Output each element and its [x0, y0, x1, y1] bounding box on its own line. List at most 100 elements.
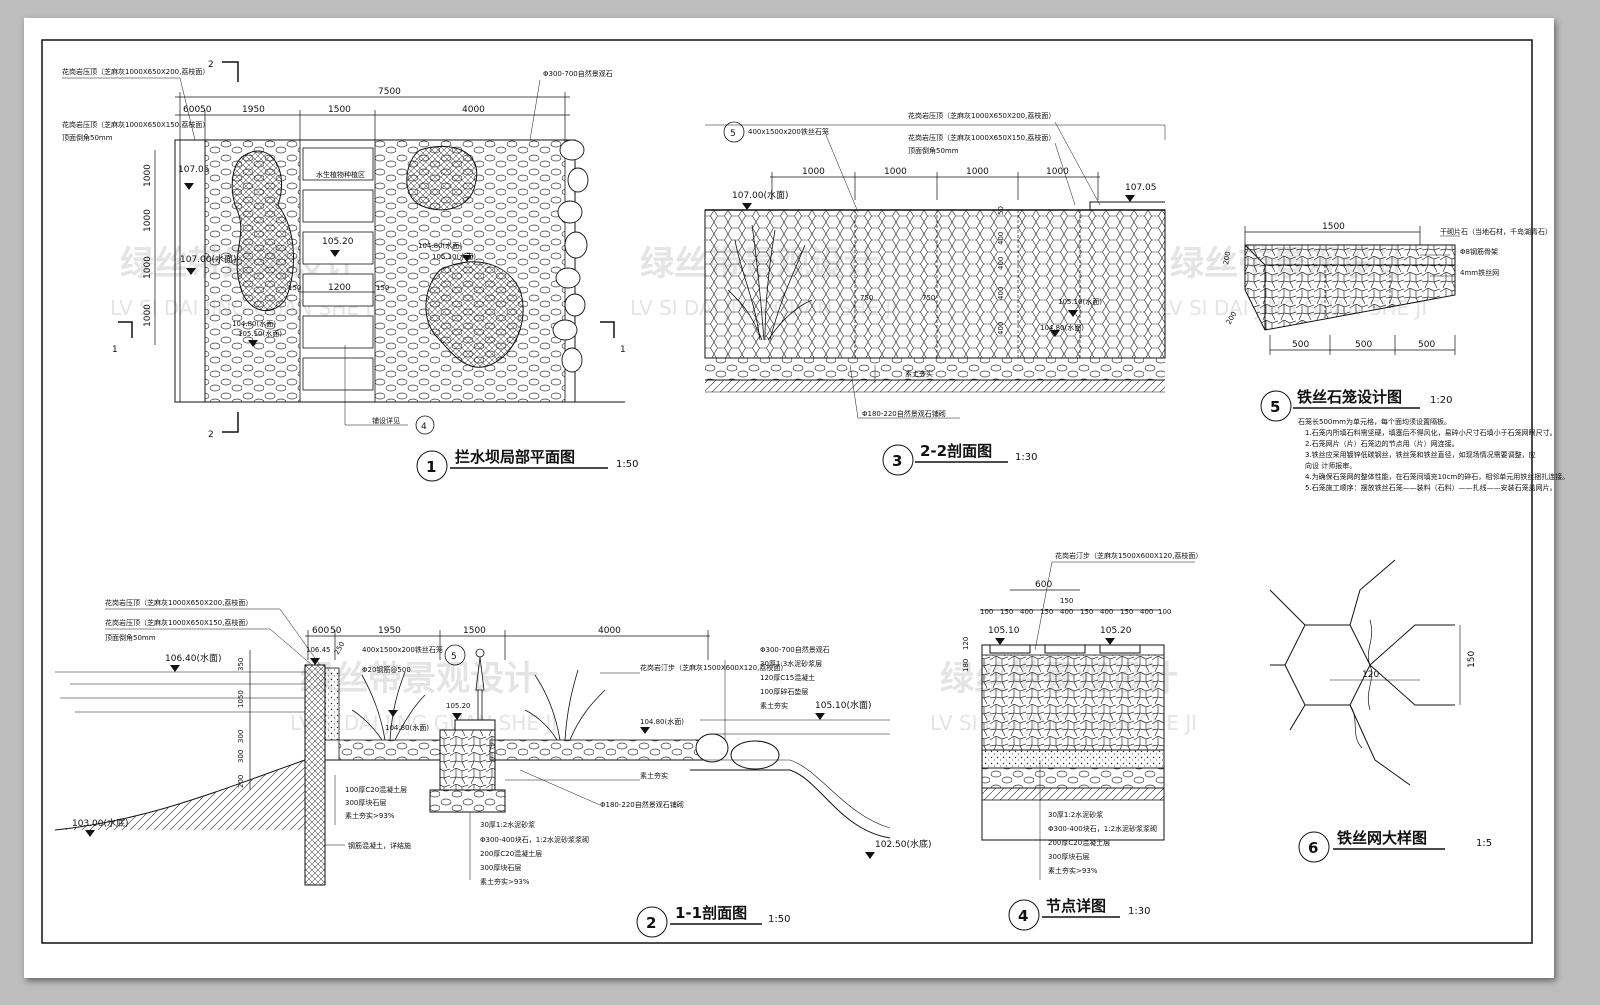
- svg-text:400: 400: [1140, 608, 1153, 616]
- section-1-1: 花岗岩压顶（芝麻灰1000X650X200,荔枝面） 花岗岩压顶（芝麻灰1000…: [54, 598, 932, 938]
- svg-text:1: 1: [620, 345, 626, 355]
- svg-text:100厚C20混凝土层: 100厚C20混凝土层: [345, 785, 407, 794]
- svg-text:1050: 1050: [237, 690, 245, 708]
- svg-text:120: 120: [1362, 670, 1379, 680]
- svg-text:105.10(水面): 105.10(水面): [432, 252, 476, 261]
- svg-text:花岗岩压顶（芝麻灰1000X650X150,荔枝面）: 花岗岩压顶（芝麻灰1000X650X150,荔枝面）: [105, 618, 252, 627]
- svg-text:素土夯实: 素土夯实: [760, 701, 788, 710]
- gabion-design: 1500 500 500 500 200 200 干砌片石（当地石材，千岛湖青石…: [1222, 222, 1569, 492]
- svg-text:50: 50: [330, 626, 342, 636]
- svg-text:150: 150: [288, 284, 301, 292]
- svg-text:500: 500: [1292, 340, 1309, 350]
- svg-text:400: 400: [1020, 608, 1033, 616]
- node-detail: 花岗岩汀步（芝麻灰1500X600X120,荔枝面） 600 150 100 1…: [962, 551, 1202, 931]
- svg-text:150: 150: [1467, 651, 1477, 668]
- svg-text:120厚C15混凝土: 120厚C15混凝土: [760, 673, 815, 682]
- svg-text:200: 200: [1222, 251, 1232, 266]
- svg-text:1000: 1000: [143, 256, 153, 279]
- svg-text:105.20: 105.20: [446, 702, 471, 710]
- svg-text:1000: 1000: [1046, 167, 1069, 177]
- svg-text:素土夯实: 素土夯实: [640, 771, 668, 780]
- svg-text:1500: 1500: [328, 105, 351, 115]
- svg-text:105.10(水面): 105.10(水面): [1058, 297, 1102, 306]
- svg-text:120: 120: [962, 637, 970, 650]
- svg-text:103.00(水底): 103.00(水底): [72, 817, 129, 829]
- svg-text:400x1500x200铁丝石笼: 400x1500x200铁丝石笼: [748, 127, 829, 136]
- svg-text:Φ300-700自然景观石: Φ300-700自然景观石: [760, 645, 830, 654]
- svg-text:105.20: 105.20: [1100, 626, 1132, 636]
- svg-text:180: 180: [962, 659, 970, 672]
- svg-text:200厚C20混凝土层: 200厚C20混凝土层: [1048, 838, 1110, 847]
- svg-text:1:50: 1:50: [768, 914, 790, 925]
- svg-text:3.铁丝应采用镀锌低碳钢丝，铁丝笼和铁丝直径，如现场情况需要: 3.铁丝应采用镀锌低碳钢丝，铁丝笼和铁丝直径，如现场情况需要调整，应: [1305, 450, 1536, 459]
- svg-text:107.00(水面): 107.00(水面): [732, 189, 789, 201]
- svg-text:107.05: 107.05: [178, 165, 210, 175]
- svg-text:104.80(水面): 104.80(水面): [418, 241, 462, 250]
- svg-text:顶面倒角50mm: 顶面倒角50mm: [62, 133, 113, 142]
- svg-text:200厚C20混凝土层: 200厚C20混凝土层: [480, 849, 542, 858]
- svg-text:1000: 1000: [143, 209, 153, 232]
- svg-text:150: 150: [1040, 608, 1053, 616]
- svg-text:2: 2: [208, 60, 214, 70]
- svg-text:铺设详见: 铺设详见: [372, 416, 400, 425]
- svg-text:Φ300-400块石，1:2水泥砂浆浆砌: Φ300-400块石，1:2水泥砂浆浆砌: [1048, 824, 1157, 833]
- svg-text:花岗岩汀步（芝麻灰1500X600X120,荔枝面）: 花岗岩汀步（芝麻灰1500X600X120,荔枝面）: [1055, 551, 1202, 560]
- svg-text:500: 500: [1355, 340, 1372, 350]
- svg-text:铁丝石笼设计图: 铁丝石笼设计图: [1297, 388, 1402, 406]
- svg-text:30厚1:3水泥砂浆层: 30厚1:3水泥砂浆层: [760, 659, 822, 668]
- svg-text:7500: 7500: [378, 87, 401, 97]
- svg-text:400: 400: [1060, 608, 1073, 616]
- svg-text:5: 5: [1270, 398, 1280, 416]
- svg-text:100厚碎石垫层: 100厚碎石垫层: [760, 687, 808, 696]
- svg-text:铁丝网大样图: 铁丝网大样图: [1337, 829, 1427, 847]
- svg-text:104.80(水面): 104.80(水面): [232, 319, 276, 328]
- svg-text:104.80(水面): 104.80(水面): [385, 723, 429, 732]
- svg-text:1:20: 1:20: [1430, 395, 1452, 406]
- svg-text:1000: 1000: [802, 167, 825, 177]
- svg-text:4000: 4000: [462, 105, 485, 115]
- svg-text:400: 400: [997, 287, 1005, 300]
- svg-text:107.05: 107.05: [1125, 183, 1157, 193]
- svg-text:600: 600: [1035, 580, 1052, 590]
- svg-text:400: 400: [1100, 608, 1113, 616]
- svg-text:花岗岩压顶（芝麻灰1000X650X200,荔枝面）: 花岗岩压顶（芝麻灰1000X650X200,荔枝面）: [908, 111, 1055, 120]
- svg-text:150: 150: [1060, 597, 1073, 605]
- svg-text:1950: 1950: [242, 105, 265, 115]
- svg-text:1500: 1500: [463, 626, 486, 636]
- svg-text:Φ300-700自然景观石: Φ300-700自然景观石: [543, 69, 613, 78]
- svg-text:绿丝带景观设计: 绿丝带景观设计: [300, 659, 538, 699]
- svg-text:5: 5: [451, 652, 457, 662]
- svg-text:素土夯实>93%: 素土夯实>93%: [1048, 866, 1098, 875]
- svg-text:600: 600: [312, 626, 329, 636]
- svg-text:1950: 1950: [378, 626, 401, 636]
- svg-text:400x1500x200铁丝石笼: 400x1500x200铁丝石笼: [362, 645, 443, 654]
- svg-text:750: 750: [922, 294, 935, 302]
- svg-text:4: 4: [421, 422, 427, 432]
- svg-text:1: 1: [426, 458, 436, 476]
- svg-text:300: 300: [237, 750, 245, 763]
- svg-text:104.80(水面): 104.80(水面): [640, 717, 684, 726]
- svg-text:105.10(水面): 105.10(水面): [238, 329, 282, 338]
- svg-text:200: 200: [237, 775, 245, 788]
- svg-text:300厚块石层: 300厚块石层: [345, 798, 386, 807]
- svg-text:3: 3: [892, 452, 902, 470]
- svg-text:106.40(水面): 106.40(水面): [165, 652, 222, 664]
- svg-text:4000: 4000: [598, 626, 621, 636]
- svg-text:50: 50: [200, 105, 212, 115]
- svg-text:花岗岩压顶（芝麻灰1000X650X150,荔枝面）: 花岗岩压顶（芝麻灰1000X650X150,荔枝面）: [908, 133, 1055, 142]
- svg-text:钢筋混凝土，详结施: 钢筋混凝土，详结施: [348, 841, 411, 850]
- svg-text:拦水坝局部平面图: 拦水坝局部平面图: [455, 448, 575, 466]
- svg-text:400: 400: [997, 257, 1005, 270]
- svg-text:花岗岩压顶（芝麻灰1000X650X200,荔枝面）: 花岗岩压顶（芝麻灰1000X650X200,荔枝面）: [105, 598, 252, 607]
- svg-text:1: 1: [112, 345, 118, 355]
- svg-text:350: 350: [237, 658, 245, 671]
- svg-text:1-1剖面图: 1-1剖面图: [675, 904, 747, 922]
- svg-text:2: 2: [646, 914, 656, 932]
- svg-text:600: 600: [183, 105, 200, 115]
- svg-text:150: 150: [1120, 608, 1133, 616]
- svg-text:300厚块石层: 300厚块石层: [1048, 852, 1089, 861]
- svg-text:顶面倒角50mm: 顶面倒角50mm: [908, 146, 959, 155]
- svg-text:105.10: 105.10: [988, 626, 1020, 636]
- svg-text:Φ8钢筋骨架: Φ8钢筋骨架: [1460, 247, 1498, 256]
